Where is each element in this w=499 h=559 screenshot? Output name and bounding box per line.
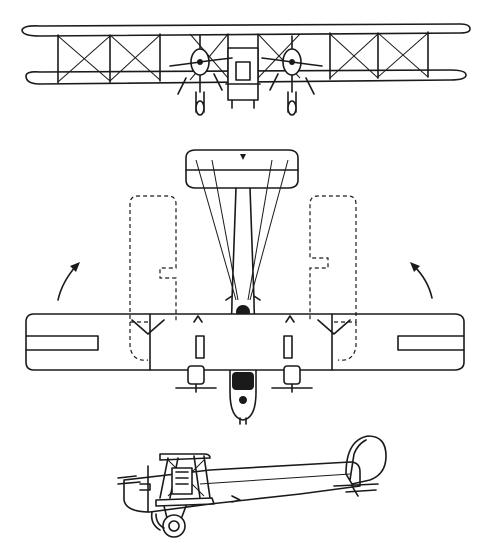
side-landing-gear [150,505,187,538]
top-lower-wing [25,313,465,371]
front-left-struts [57,33,161,84]
front-fuselage [227,47,259,101]
side-rudder [345,435,387,485]
front-lower-wing [25,69,467,85]
front-right-struts [329,31,429,80]
top-front-cockpit [232,372,254,390]
side-engine [171,467,193,495]
front-upper-wing [21,23,471,37]
top-fold-arrow-right [413,265,433,299]
top-folded-wing-right [309,195,357,323]
top-left-nacelle [175,365,217,393]
side-view [117,435,387,538]
side-fuselage [123,461,361,513]
front-view [21,23,471,116]
top-tailplane [185,149,299,189]
front-left-engine [169,35,233,116]
front-right-engine [261,35,323,116]
top-folded-wing-left [129,195,177,323]
top-right-nacelle [271,365,313,393]
side-upper-wing [159,453,211,461]
top-fold-arrow-left [57,265,77,301]
top-view [25,149,465,425]
